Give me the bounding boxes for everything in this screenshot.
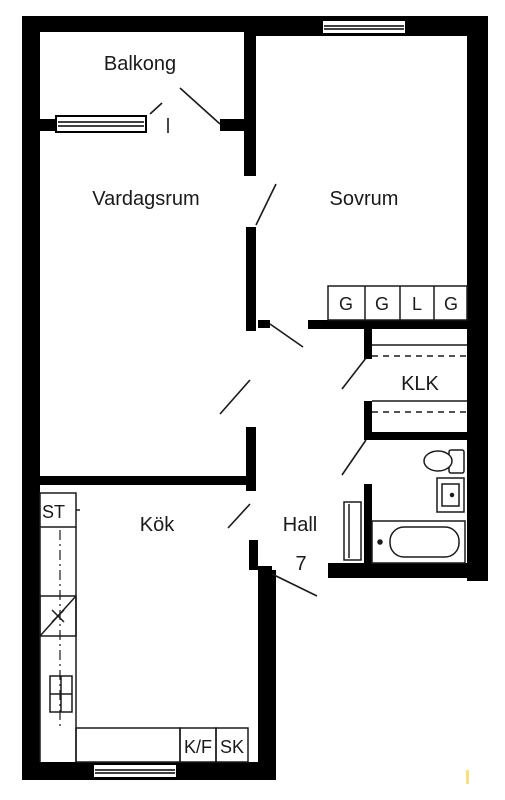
- kitchen-fixtures: [39, 492, 249, 763]
- cooktop-icon: [49, 675, 73, 713]
- door-closet-upper: [341, 357, 367, 390]
- storage-label-l: L: [412, 294, 422, 314]
- counter-bottom: [75, 727, 181, 763]
- window-balcony: [55, 115, 147, 133]
- closet-shelves: [372, 344, 467, 413]
- room-labels: Balkong Vardagsrum Sovrum KLK Kök Hall 7: [92, 53, 439, 575]
- hall-number: 7: [295, 553, 306, 575]
- storage-label-g3: G: [444, 294, 458, 314]
- interior-walls: [40, 16, 467, 574]
- room-label-closet: KLK: [401, 373, 439, 395]
- bathroom-fixtures: [343, 449, 466, 564]
- exterior-walls: [22, 16, 488, 780]
- window-bedroom: [321, 19, 407, 35]
- room-label-hall: Hall: [283, 514, 317, 536]
- fridge-freezer-label: K/F: [184, 737, 212, 757]
- storage-label-g1: G: [339, 294, 353, 314]
- room-label-balcony: Balkong: [104, 53, 176, 75]
- accent-mark: [466, 770, 469, 784]
- storage-label-g2: G: [375, 294, 389, 314]
- stove-label: ST: [42, 502, 65, 522]
- room-label-bedroom: Sovrum: [330, 188, 399, 210]
- door-closet-lower: [341, 439, 367, 476]
- sink-icon: [436, 477, 465, 513]
- fixture-labels: ST K/F SK: [42, 502, 244, 757]
- wardrobe-row: G G L G: [327, 285, 468, 321]
- cabinet-box: [215, 727, 249, 763]
- door-balcony: [179, 87, 221, 125]
- door-kitchen: [227, 503, 251, 529]
- kitchen-sink-icon: [39, 595, 77, 637]
- door-bedroom: [255, 183, 277, 226]
- room-label-kitchen: Kök: [140, 514, 175, 536]
- toilet-icon: [423, 449, 465, 474]
- cabinet-label: SK: [220, 737, 244, 757]
- hall-wardrobe-icon: [343, 501, 362, 561]
- doors: [149, 87, 367, 597]
- bathtub-icon: [371, 520, 466, 564]
- windows: [55, 19, 407, 779]
- room-label-living: Vardagsrum: [92, 188, 199, 210]
- door-living: [219, 379, 251, 415]
- door-entrance: [271, 573, 318, 597]
- window-kitchen: [92, 763, 178, 779]
- door-storage: [269, 323, 304, 348]
